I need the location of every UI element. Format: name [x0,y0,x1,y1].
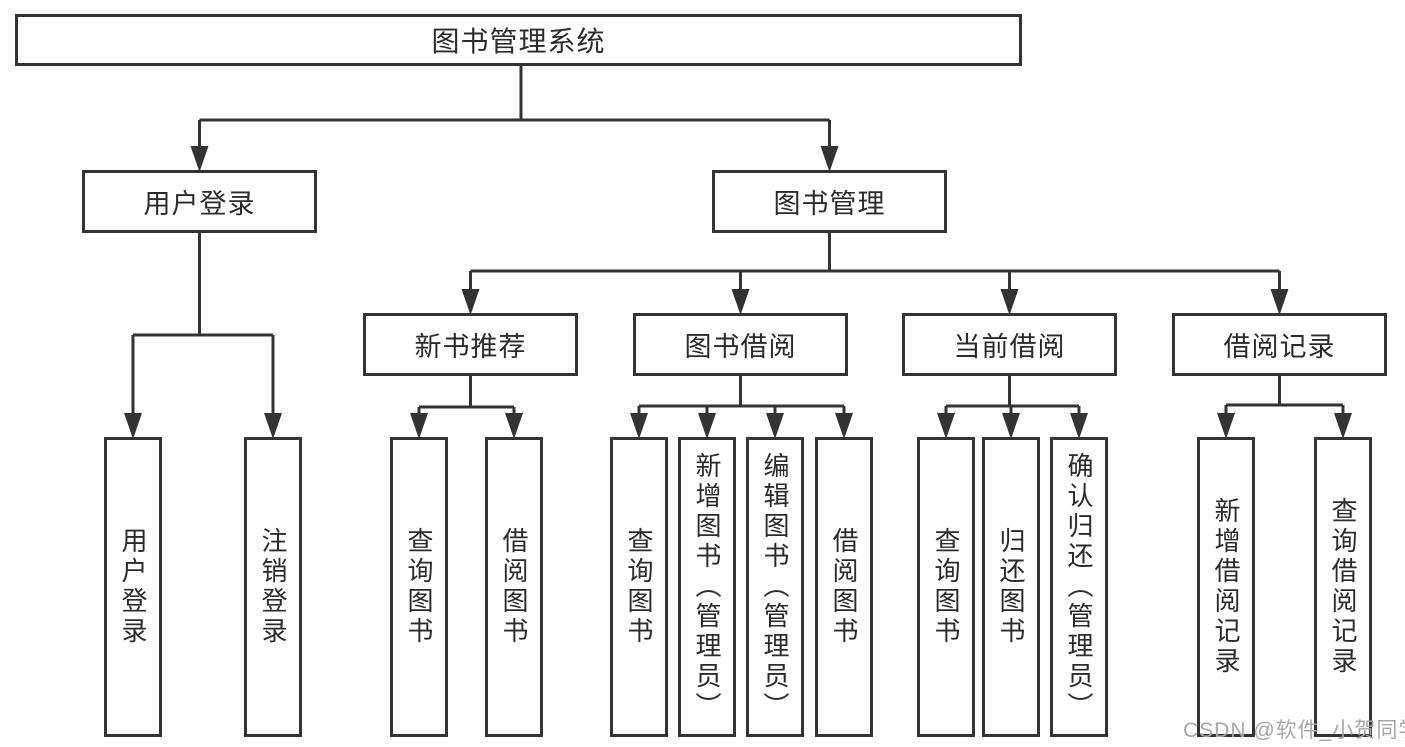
node-label: 图书借阅 [684,332,797,362]
node-book-management: 图书管理 [712,170,947,233]
leaf-query-borrow-record: 查询借阅记录 [1314,437,1372,737]
leaf-borrow-books-borrowing: 借阅图书 [815,437,873,737]
leaf-edit-books-admin: 编辑图书（管理员） [746,437,804,737]
leaf-label: 新增图书（管理员） [692,452,722,722]
leaf-query-books-borrowing: 查询图书 [610,437,668,737]
node-label: 当前借阅 [953,332,1066,362]
leaf-label: 查询图书 [624,527,654,647]
leaf-label: 新增借阅记录 [1211,497,1241,677]
leaf-label: 借阅图书 [829,527,859,647]
node-label: 图书管理系统 [431,26,606,57]
leaf-borrow-books-recommend: 借阅图书 [485,437,543,737]
leaf-query-books-current: 查询图书 [917,437,975,737]
arrowhead-icons [124,146,1352,439]
leaf-label: 归还图书 [996,527,1026,647]
leaf-label: 借阅图书 [499,527,529,647]
node-label: 借阅记录 [1223,332,1336,362]
node-current-borrowing: 当前借阅 [902,313,1117,376]
node-new-book-recommendation: 新书推荐 [363,313,578,376]
leaf-label: 编辑图书（管理员） [760,452,790,722]
leaf-label: 查询借阅记录 [1328,497,1358,677]
node-label: 新书推荐 [414,332,527,362]
csdn-watermark: CSDN @软件_小贺同学 [1183,719,1405,742]
leaf-confirm-return-admin: 确认归还（管理员） [1050,437,1108,737]
leaf-label: 用户登录 [118,527,148,647]
node-book-borrowing: 图书借阅 [633,313,848,376]
leaf-label: 查询图书 [931,527,961,647]
node-library-management-system: 图书管理系统 [15,14,1022,66]
leaf-query-books-recommend: 查询图书 [390,437,448,737]
node-label: 用户登录 [143,189,256,219]
leaf-return-books: 归还图书 [982,437,1040,737]
node-user-login: 用户登录 [82,170,317,233]
leaf-label: 确认归还（管理员） [1064,452,1094,722]
node-label: 图书管理 [773,189,886,219]
node-borrowing-records: 借阅记录 [1172,313,1387,376]
leaf-user-login: 用户登录 [104,437,162,737]
leaf-add-borrow-record: 新增借阅记录 [1197,437,1255,737]
leaf-add-books-admin: 新增图书（管理员） [678,437,736,737]
leaf-label: 注销登录 [258,527,288,647]
leaf-logout: 注销登录 [244,437,302,737]
leaf-label: 查询图书 [404,527,434,647]
